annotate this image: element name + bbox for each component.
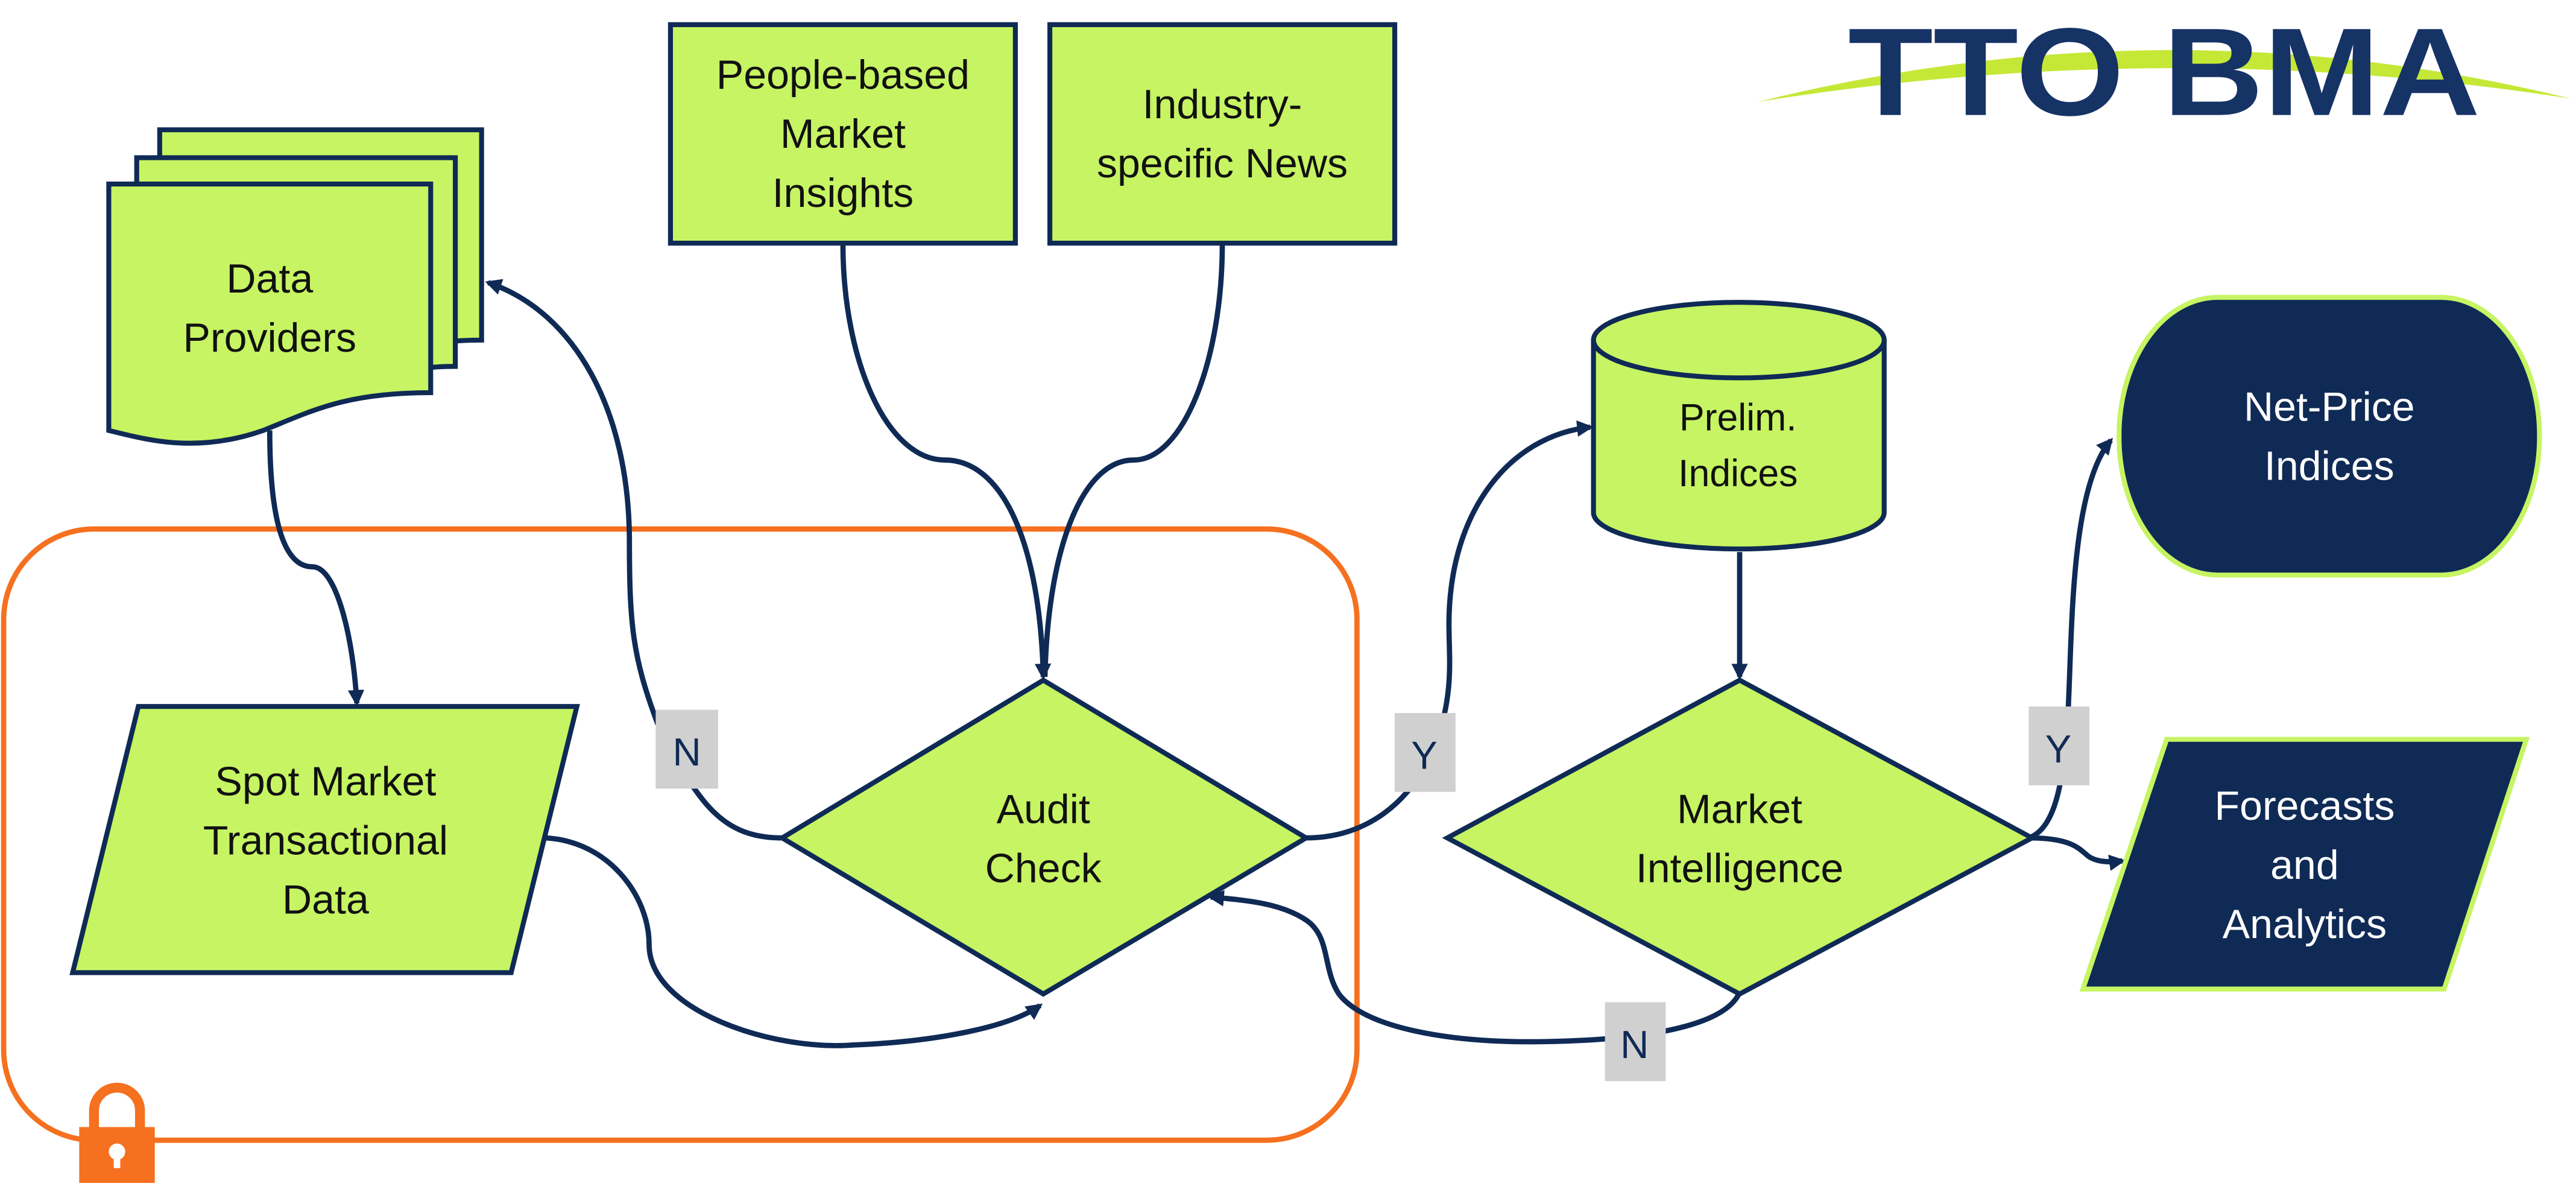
node-net-price-indices[interactable]: Net-Price Indices [2117,294,2542,578]
edge-providers-to-spot [267,430,365,707]
edge-label-audit-no: N [655,709,718,789]
lock-icon [79,1082,155,1184]
node-people-insights-line-3: Insights [772,170,914,216]
node-net-price-indices-line-2: Indices [2264,443,2394,489]
node-market-intelligence[interactable]: Market Intelligence [1442,677,2038,997]
node-audit-check-line-1: Audit [997,787,1090,832]
node-forecasts-analytics[interactable]: Forecasts and Analytics [2079,737,2530,992]
edge-label-intel-no: N [1605,1002,1666,1082]
logo-text: TTO BMA [1848,2,2481,142]
edge-label-audit-no-text: N [673,730,701,774]
node-forecasts-analytics-line-1: Forecasts [2215,783,2395,829]
node-prelim-indices[interactable]: Prelim. Indices [1591,300,1887,552]
edge-audit-yes-to-prelim [1305,420,1594,841]
node-people-insights-line-2: Market [780,111,906,157]
edge-label-intel-no-text: N [1620,1022,1649,1066]
edge-news-to-audit [1042,243,1225,677]
edge-intel-yes-to-netprice [2027,437,2114,841]
edge-intel-to-forecasts [2028,835,2126,871]
node-spot-market-line-2: Transactional [203,817,448,863]
edge-label-intel-yes-text: Y [2045,727,2072,771]
node-net-price-indices-line-1: Net-Price [2244,384,2415,429]
node-spot-market-line-1: Spot Market [215,758,436,804]
node-audit-check[interactable]: Audit Check [777,677,1311,997]
node-people-insights[interactable]: People-based Market Insights [668,22,1018,246]
node-market-intelligence-line-1: Market [1677,787,1802,832]
node-market-intelligence-line-2: Intelligence [1636,846,1843,892]
node-data-providers-line-2: Providers [183,315,357,361]
node-prelim-indices-line-2: Indices [1678,452,1798,495]
node-audit-check-line-2: Check [985,846,1102,892]
node-spot-market-line-3: Data [282,876,369,922]
logo: TTO BMA [1757,2,2571,142]
edge-audit-no-to-providers [485,279,783,841]
node-data-providers-line-1: Data [226,256,313,302]
node-prelim-indices-line-1: Prelim. [1679,397,1797,439]
edge-spot-to-audit [545,835,1043,1048]
node-data-providers[interactable]: Data Providers [106,127,484,446]
edge-label-audit-yes-text: Y [1411,734,1438,778]
secured-zone-boundary [1,526,1360,1143]
node-forecasts-analytics-line-2: and [2270,842,2339,888]
node-industry-news-line-2: specific News [1097,141,1348,186]
node-spot-market[interactable]: Spot Market Transactional Data [69,704,580,975]
node-industry-news-line-1: Industry- [1143,81,1302,127]
edge-label-audit-yes: Y [1395,713,1456,792]
node-forecasts-analytics-line-3: Analytics [2223,901,2387,947]
node-people-insights-line-1: People-based [716,52,970,98]
node-industry-news[interactable]: Industry- specific News [1047,22,1398,246]
edge-insights-to-audit [840,243,1052,680]
edge-label-intel-yes: Y [2028,706,2090,785]
logo-swoosh [1757,50,2571,102]
